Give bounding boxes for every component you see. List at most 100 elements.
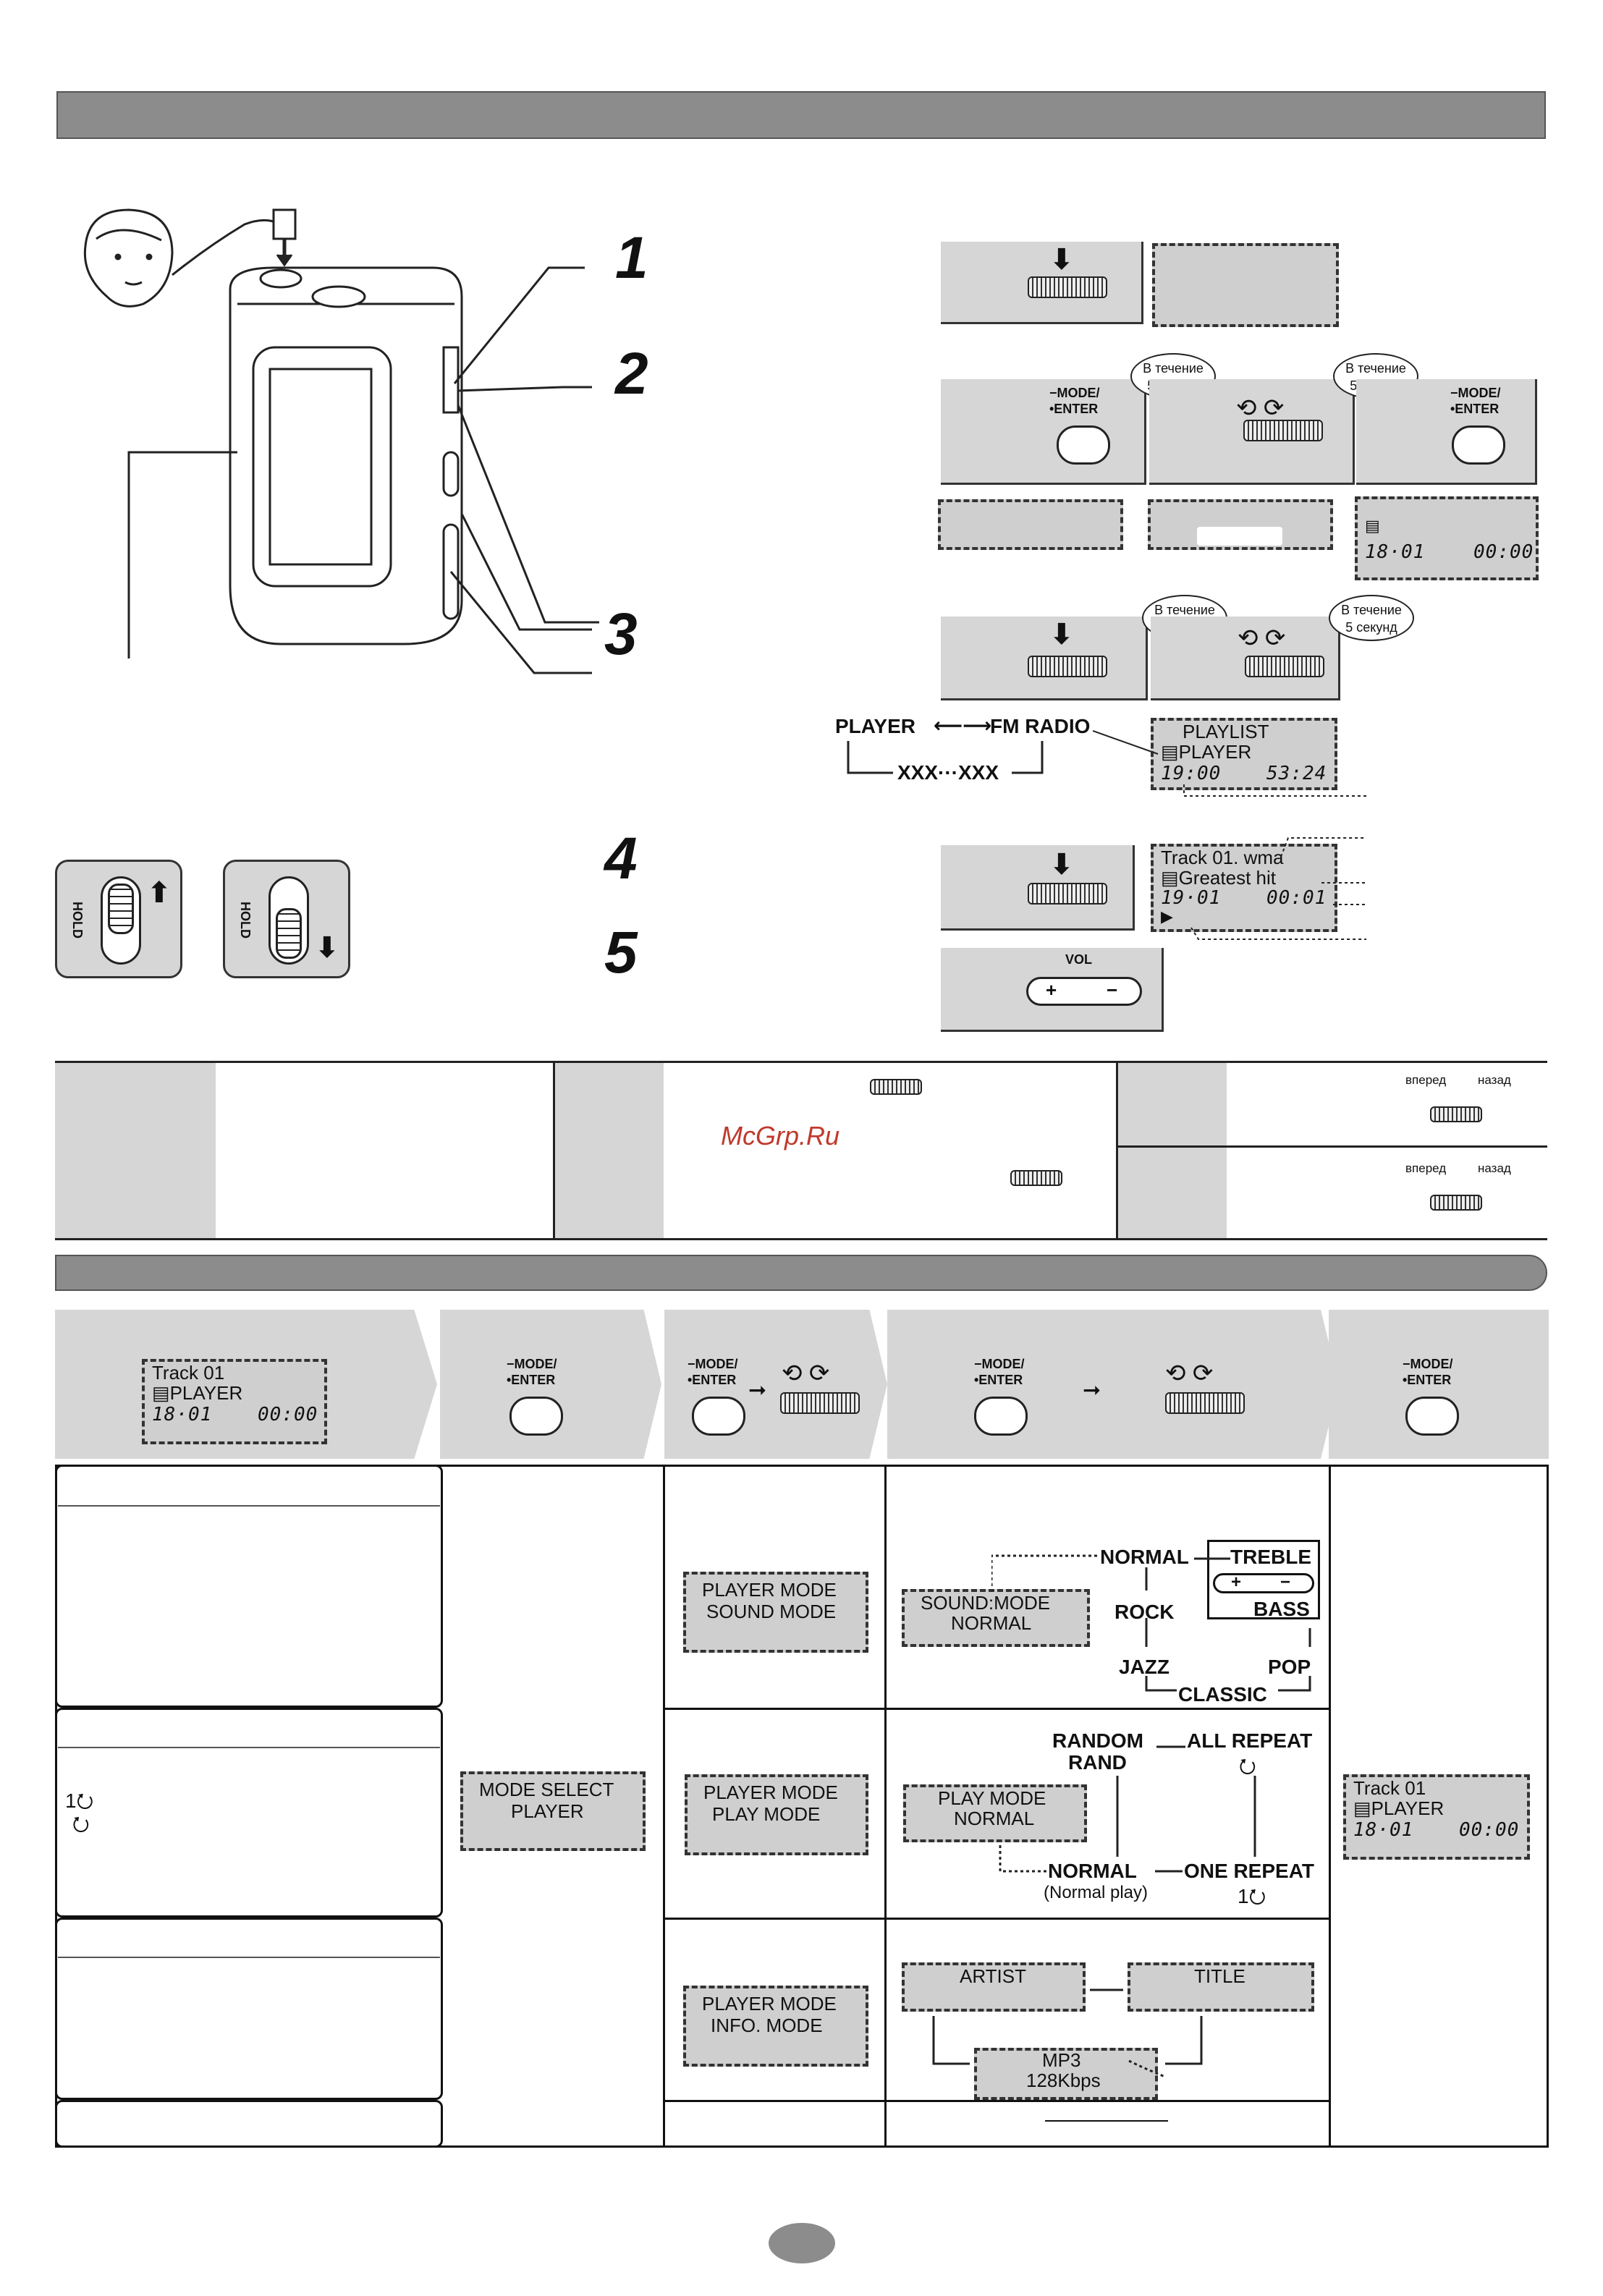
lcd-line2: ▤PLAYER xyxy=(1353,1797,1445,1819)
vol-plus[interactable]: + xyxy=(1046,979,1057,1001)
mp3-display: MP3 128Kbps xyxy=(974,2048,1158,2100)
jog-dial-icon xyxy=(1028,883,1107,905)
sound-jazz: JAZZ xyxy=(1119,1656,1170,1678)
grid-row-sep xyxy=(663,1918,1330,1920)
jog-dial-icon xyxy=(1165,1392,1245,1414)
mode-player: PLAYER xyxy=(835,715,916,737)
info-table: McGrp.Ru вперед назад вперед назад xyxy=(55,1061,1547,1240)
jog-dial-icon xyxy=(1245,656,1324,677)
lcd-line2: ▤Greatest hit xyxy=(1161,867,1276,889)
arrow-right-icon: ➞ xyxy=(1083,1378,1101,1402)
hold-switch-track xyxy=(101,876,141,965)
sound-classic: CLASSIC xyxy=(1178,1683,1267,1706)
arrow-down-icon: ⬇ xyxy=(1049,619,1074,651)
eq-plus: + xyxy=(1231,1572,1242,1592)
lcd-time-right: 00:00 xyxy=(1473,541,1534,563)
folder-icon: ▤ xyxy=(1365,517,1380,535)
desc-box-info xyxy=(55,1918,443,2100)
arrow-up-icon: ⬆ xyxy=(147,877,172,909)
lcd-time-left: 18·01 xyxy=(1353,1819,1414,1841)
forward-label: вперед xyxy=(1405,1073,1447,1087)
cycle-lines xyxy=(847,741,1044,774)
vol-button[interactable]: + − xyxy=(1026,977,1142,1006)
mode-enter-button[interactable] xyxy=(974,1397,1028,1436)
play-one-repeat: ONE REPEAT xyxy=(1184,1860,1314,1882)
lcd-line2: PLAYER xyxy=(511,1800,584,1822)
lcd-time-left: 19:00 xyxy=(1161,763,1222,784)
highlight-box xyxy=(1197,527,1282,546)
lcd-time-right: 53:24 xyxy=(1266,763,1327,784)
lcd-line1: MP3 xyxy=(1042,2049,1081,2071)
player-sound-display: PLAYER MODE SOUND MODE xyxy=(683,1572,868,1653)
exit-rule xyxy=(1045,2120,1168,2122)
hold-switch-on: HOLD ⬆ xyxy=(55,860,182,978)
section-bar xyxy=(55,1255,1547,1291)
info-divider xyxy=(1116,1063,1118,1238)
jog-dial-icon xyxy=(1028,276,1107,298)
lcd-line2: SOUND MODE xyxy=(706,1601,837,1622)
lcd-line2: NORMAL xyxy=(954,1808,1035,1829)
step-number-1: 1 xyxy=(615,225,648,291)
playlist-display: PLAYLIST ▤PLAYER 19:00 53:24 xyxy=(1151,718,1337,790)
grid-col-sep xyxy=(663,1465,665,2148)
repeat-one-icon: 1⭮ xyxy=(1238,1885,1266,1907)
play-all-repeat: ALL REPEAT xyxy=(1187,1729,1313,1752)
desc-box-play xyxy=(55,1708,443,1918)
menu-step-3 xyxy=(887,1310,1339,1459)
menu-step-2 xyxy=(664,1310,887,1459)
header-bar xyxy=(56,91,1546,139)
step4-dial-panel: ⬇ xyxy=(941,845,1135,931)
lcd-time-right: 00:00 xyxy=(258,1404,318,1426)
step3-dial-panel: ⬇ xyxy=(941,617,1148,700)
lcd-line1: SOUND:MODE xyxy=(921,1592,1051,1614)
desc-box-sound-divider xyxy=(58,1505,440,1507)
mode-enter-button[interactable] xyxy=(1057,425,1110,465)
lcd-line2: INFO. MODE xyxy=(711,2015,823,2036)
mode-enter-button[interactable] xyxy=(1405,1397,1459,1436)
lcd-line2: ▤PLAYER xyxy=(152,1382,243,1404)
sound-mode-arrows xyxy=(991,1554,1311,1692)
mode-enter-label: −MODE/•ENTER xyxy=(1403,1357,1453,1387)
lcd-line1: PLAYLIST xyxy=(1183,721,1269,742)
lcd-line2: PLAY MODE xyxy=(712,1803,821,1825)
jog-dial-icon xyxy=(1028,656,1107,677)
lcd-line2: ▤PLAYER xyxy=(1161,741,1252,763)
rotate-arrows-icon: ⟲ ⟳ xyxy=(1238,624,1286,652)
vol-minus[interactable]: − xyxy=(1107,979,1118,1001)
lcd-time-left: 18·01 xyxy=(1365,541,1426,563)
vol-label: VOL xyxy=(1065,952,1093,967)
title-label: TITLE xyxy=(1194,1965,1245,1987)
repeat-all-icon: ⭮ xyxy=(72,1813,90,1835)
step2-display-3: ▤ 18·01 00:00 xyxy=(1355,496,1539,580)
repeat-all-icon: ⭮ xyxy=(1239,1755,1256,1777)
forward-label: вперед xyxy=(1405,1161,1447,1175)
mode-enter-button[interactable] xyxy=(1452,425,1505,465)
jog-dial-icon xyxy=(1010,1170,1062,1186)
step1-dial-panel: ⬇ xyxy=(941,242,1143,324)
step2-mode-panel-1: −MODE/•ENTER xyxy=(941,379,1146,485)
lcd-line1: Track 01. wma xyxy=(1161,847,1284,868)
sound-pop: POP xyxy=(1268,1656,1311,1678)
sound-normal: NORMAL xyxy=(1100,1546,1189,1568)
desc-box-info-divider xyxy=(58,1957,440,1958)
sound-rock: ROCK xyxy=(1115,1601,1175,1623)
step1-display xyxy=(1152,243,1339,327)
grid-col-sep xyxy=(1329,1465,1331,2148)
play-normal-note: (Normal play) xyxy=(1044,1883,1149,1902)
sound-treble: TREBLE xyxy=(1230,1546,1311,1568)
info-cell-label-2 xyxy=(555,1063,664,1238)
lcd-time-right: 00:01 xyxy=(1266,887,1327,909)
mode-select-display: MODE SELECT PLAYER xyxy=(460,1771,646,1851)
play-icon: ▶ xyxy=(1161,907,1173,925)
rotate-arrows-icon: ⟲ ⟳ xyxy=(1236,394,1285,422)
back-label: назад xyxy=(1478,1161,1511,1175)
artist-label: ARTIST xyxy=(960,1965,1026,1987)
mode-enter-button[interactable] xyxy=(692,1397,745,1436)
arrow-down-icon: ⬇ xyxy=(1049,244,1074,276)
desc-box-play-divider xyxy=(58,1747,440,1748)
info-divider xyxy=(553,1063,555,1238)
mode-enter-button[interactable] xyxy=(509,1397,563,1436)
hold-label: HOLD xyxy=(238,902,253,939)
play-mode-display: PLAY MODE NORMAL xyxy=(903,1784,1087,1842)
lcd-line1: Track 01 xyxy=(152,1362,225,1384)
